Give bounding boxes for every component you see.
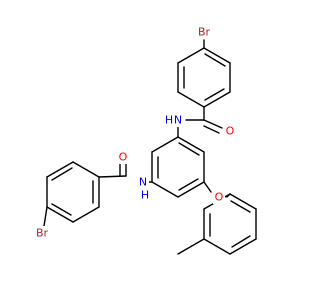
atom-symbol: O bbox=[215, 191, 224, 204]
central-benzene-ring bbox=[151, 136, 205, 198]
bond bbox=[229, 193, 257, 210]
atom-symbol: H bbox=[141, 189, 149, 202]
atom-symbol: O bbox=[226, 125, 235, 138]
bond bbox=[203, 238, 231, 255]
atom-o-carbonyl-left: O bbox=[117, 150, 129, 164]
atom-h-left: H bbox=[141, 188, 149, 202]
aromatic-double-bond bbox=[178, 142, 200, 156]
molecule-structure: Br O N H O N H O Br bbox=[32, 25, 257, 255]
bond bbox=[46, 161, 74, 178]
tolyl-ring bbox=[203, 193, 257, 255]
aromatic-double-bond bbox=[178, 178, 199, 191]
methyl-bond bbox=[177, 238, 205, 255]
atom-symbol: Br bbox=[198, 26, 211, 39]
atom-o-carbonyl-top: O bbox=[224, 124, 236, 138]
top-bromophenyl-ring bbox=[177, 47, 231, 108]
atom-symbol: N bbox=[174, 114, 182, 127]
aromatic-double-bond bbox=[51, 167, 73, 181]
carbonyl-double-bond bbox=[203, 119, 223, 129]
bond bbox=[151, 181, 179, 198]
bond bbox=[46, 206, 74, 223]
bond bbox=[177, 136, 205, 153]
atom-br-left: Br bbox=[32, 226, 52, 240]
atom-n-top: N bbox=[172, 113, 184, 127]
bond bbox=[177, 91, 205, 108]
atom-symbol: Br bbox=[36, 227, 49, 240]
aromatic-double-bond bbox=[230, 200, 251, 213]
bond bbox=[43, 206, 48, 227]
bond bbox=[203, 47, 231, 64]
atom-br-top: Br bbox=[194, 25, 214, 39]
bond bbox=[98, 175, 127, 178]
aromatic-double-bond bbox=[204, 88, 225, 101]
carbonyl-double-bond bbox=[203, 125, 220, 134]
bond bbox=[203, 91, 231, 108]
aromatic-double-bond bbox=[51, 203, 72, 216]
atom-symbol: N bbox=[139, 176, 147, 189]
bond bbox=[177, 181, 205, 198]
aromatic-double-bond bbox=[204, 53, 226, 67]
bond bbox=[151, 136, 179, 153]
bond bbox=[72, 206, 100, 223]
bond bbox=[72, 161, 100, 178]
bond bbox=[229, 238, 257, 255]
atom-symbol: H bbox=[165, 114, 173, 127]
atom-symbol: O bbox=[119, 151, 128, 164]
aromatic-double-bond bbox=[231, 235, 251, 248]
atom-h-top: H bbox=[165, 113, 173, 127]
bond bbox=[226, 193, 231, 198]
bond bbox=[177, 47, 205, 64]
bond bbox=[203, 181, 212, 193]
atom-n-left: N bbox=[137, 175, 149, 189]
atom-o-ether: O bbox=[213, 190, 225, 204]
left-bromophenyl-ring bbox=[46, 161, 100, 223]
